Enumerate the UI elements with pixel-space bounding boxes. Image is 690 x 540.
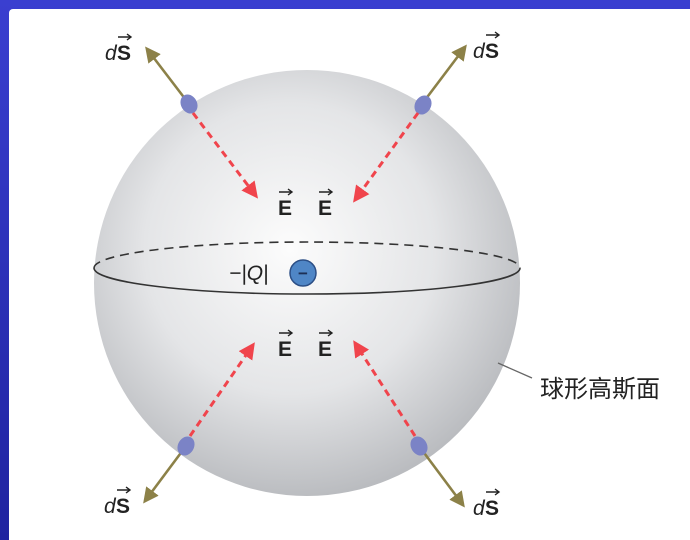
- gaussian-surface-label: 球形高斯面: [540, 375, 660, 403]
- ds-arrow-bottom-left: [143, 445, 188, 504]
- field-arrow-top-left: [191, 112, 258, 199]
- svg-text:d: d: [473, 497, 486, 520]
- ds-arrow-top-left: [145, 46, 191, 105]
- ds-label-bottom-right: d S: [473, 488, 501, 520]
- area-patch-top-left: [180, 94, 198, 114]
- svg-text:E: E: [318, 338, 332, 361]
- field-label-top-right: E: [318, 188, 334, 220]
- negative-charge-sign: −: [298, 264, 308, 283]
- ds-label-top-right: d S: [473, 31, 501, 63]
- ds-arrow-bottom-right: [417, 445, 465, 508]
- charge-label: −|Q|: [229, 262, 269, 285]
- field-arrow-top-right: [353, 112, 420, 203]
- equator-front: [93, 267, 521, 295]
- ds-label-top-left: d S: [105, 33, 133, 65]
- svg-text:E: E: [278, 338, 292, 361]
- svg-text:S: S: [485, 497, 499, 520]
- ds-arrow-top-right: [420, 44, 467, 105]
- field-label-bottom-left: E: [278, 329, 294, 361]
- equator-back: [93, 241, 521, 269]
- surface-label-pointer: [497, 362, 533, 379]
- negative-charge: [289, 259, 317, 287]
- svg-text:d: d: [105, 42, 118, 65]
- area-patch-top-right: [414, 95, 432, 115]
- svg-text:S: S: [116, 495, 130, 518]
- ds-label-bottom-left: d S: [104, 486, 132, 518]
- svg-text:S: S: [117, 42, 131, 65]
- svg-text:S: S: [485, 40, 499, 63]
- field-arrow-bottom-right: [353, 340, 417, 437]
- field-label-top-left: E: [278, 188, 294, 220]
- svg-text:E: E: [318, 197, 332, 220]
- field-arrow-bottom-left: [188, 342, 255, 437]
- field-label-bottom-right: E: [318, 329, 334, 361]
- svg-text:E: E: [278, 197, 292, 220]
- area-patch-bottom-right: [410, 436, 428, 456]
- svg-text:d: d: [473, 40, 486, 63]
- svg-text:d: d: [104, 495, 117, 518]
- area-patch-bottom-left: [177, 436, 195, 456]
